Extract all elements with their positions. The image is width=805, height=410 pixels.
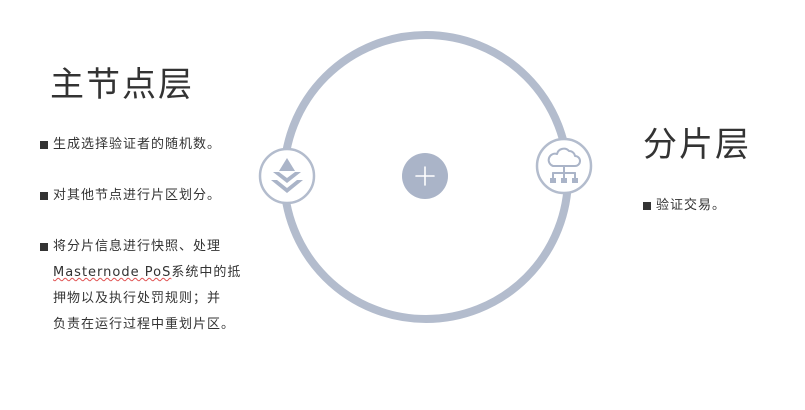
item-text: 将分片信息进行快照、处理	[53, 239, 222, 254]
cloud-network-icon	[547, 147, 581, 179]
left-node	[258, 147, 316, 205]
layers-icon	[271, 158, 303, 193]
shard-layer-list: 验证交易。	[643, 193, 783, 219]
item-text-line: 负责在运行过程中重划片区。	[53, 317, 236, 332]
list-item: 验证交易。	[643, 193, 783, 219]
master-layer-title: 主节点层	[50, 65, 194, 105]
shard-layer-title: 分片层	[643, 125, 751, 165]
item-text: 系统中的抵	[171, 265, 242, 280]
right-node	[535, 137, 593, 195]
item-text-line: 押物以及执行处罚规则；并	[53, 291, 222, 306]
list-item: 将分片信息进行快照、处理 Masternode PoS系统中的抵 押物以及执行处…	[40, 234, 245, 338]
list-item: 生成选择验证者的随机数。	[40, 132, 245, 158]
brand-term: Masternode PoS	[53, 265, 172, 280]
network-nodes	[550, 178, 578, 183]
master-layer-list: 生成选择验证者的随机数。 对其他节点进行片区划分。 将分片信息进行快照、处理 M…	[40, 132, 245, 338]
item-text-line: Masternode PoS系统中的抵	[53, 260, 245, 286]
plus-icon	[415, 166, 435, 186]
center-node	[402, 153, 448, 199]
list-item: 对其他节点进行片区划分。	[40, 183, 245, 209]
